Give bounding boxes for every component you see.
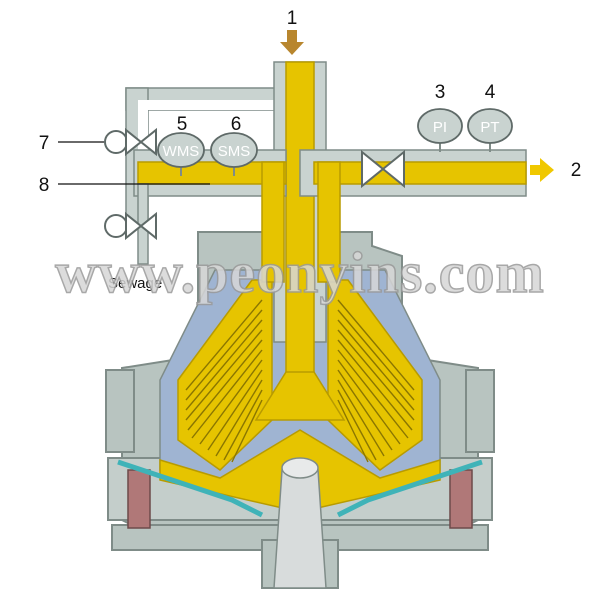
label-3: 3 — [435, 82, 446, 103]
seals — [117, 459, 483, 529]
disc-stack-left — [177, 279, 273, 471]
valve-7 — [104, 127, 157, 157]
inlet-arrow-icon — [280, 30, 304, 55]
gauge-pi-label: PI — [433, 119, 447, 136]
outlet-valve — [361, 149, 405, 189]
sewage-label: Sewage — [108, 275, 162, 292]
label-1: 1 — [287, 8, 298, 29]
label-4: 4 — [485, 82, 496, 103]
label-7: 7 — [39, 133, 50, 154]
label-8: 8 — [39, 175, 50, 196]
sewage-valve — [104, 211, 157, 241]
disc-stack-right — [327, 279, 423, 471]
watermark: www.peonyins.com — [55, 240, 545, 305]
spindle-cone — [273, 469, 327, 589]
gauge-pi: PI — [417, 108, 463, 152]
label-2: 2 — [571, 160, 582, 181]
outlet-arrow-icon — [530, 158, 554, 182]
gauge-pt-label: PT — [480, 119, 499, 136]
gauge-sms-label: SMS — [218, 143, 251, 160]
gauge-wms: WMS — [157, 132, 205, 176]
gauge-sms: SMS — [210, 132, 258, 176]
label-6: 6 — [231, 114, 242, 135]
gauge-pt: PT — [467, 108, 513, 152]
gauge-wms-label: WMS — [163, 143, 200, 160]
label-5: 5 — [177, 114, 188, 135]
